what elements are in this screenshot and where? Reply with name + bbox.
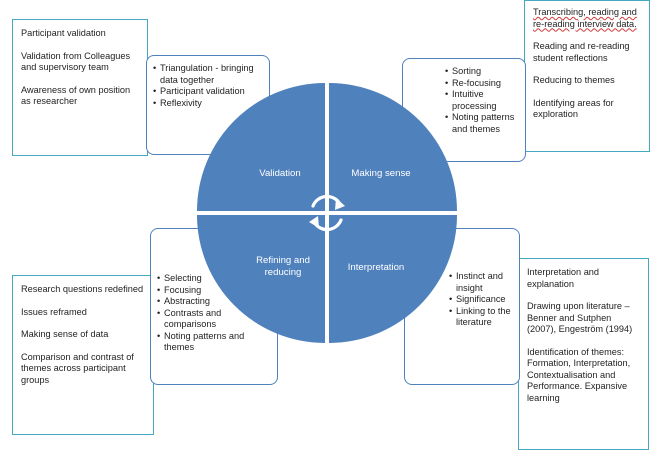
bullet-item: Instinct and insight: [449, 271, 513, 294]
bullet-item: Significance: [449, 294, 513, 306]
outer-box-bottom-right: Interpretation and explanation Drawing u…: [518, 258, 649, 450]
outer-item: Drawing upon literature – Benner and Sut…: [527, 301, 641, 336]
outer-item: Validation from Colleagues and superviso…: [21, 50, 131, 73]
bullet-item: Selecting: [157, 273, 271, 285]
bullet-item: Re-focusing: [445, 78, 519, 90]
outer-item-underlined: Transcribing, reading and re-reading int…: [533, 7, 637, 29]
outer-item: Issues reframed: [21, 306, 87, 317]
label-refining-line2: reducing: [264, 266, 302, 278]
outer-item: Making sense of data: [21, 329, 109, 339]
bullet-item: Reflexivity: [153, 98, 263, 110]
outer-item: Identification of themes: Formation, Int…: [527, 346, 631, 403]
quadrant-validation: [197, 83, 325, 211]
arrow-heads-icon: [309, 198, 345, 228]
outer-box-bottom-left: Research questions redefined Issues refr…: [12, 275, 154, 435]
bullet-item: Noting patterns and themes: [445, 112, 519, 135]
bullet-item: Noting patterns and themes: [157, 331, 271, 354]
label-interpretation: Interpretation: [347, 262, 405, 273]
outer-item: Research questions redefined: [21, 284, 144, 294]
label-refining-line1: Refining and: [256, 255, 310, 266]
outer-item: Participant validation: [21, 28, 106, 38]
bullet-item: Contrasts and comparisons: [157, 308, 271, 331]
quadrant-interpretation: [329, 215, 457, 343]
outer-item: Awareness of own position as researcher: [21, 84, 131, 107]
label-validation: Validation: [259, 168, 301, 179]
outer-box-top-left: Participant validation Validation from C…: [12, 19, 148, 156]
bullet-item: Linking to the literature: [449, 306, 513, 329]
bullet-item: Abstracting: [157, 296, 271, 308]
quadrant-refining: [197, 215, 325, 343]
bullet-item: Focusing: [157, 285, 271, 297]
outer-item: Reading and re-reading student reflectio…: [533, 41, 630, 63]
outer-item: Comparison and contrast of themes across…: [21, 351, 134, 385]
literature-text: Drawing upon literature – Benner and Sut…: [527, 301, 633, 334]
bullet-item: Triangulation - bringing data together: [153, 63, 263, 86]
outer-item: Reducing to themes: [533, 75, 615, 85]
bullet-item: Sorting: [445, 66, 519, 78]
outer-item: Interpretation and explanation: [527, 267, 600, 289]
inner-box-top-right: Sorting Re-focusing Intuitive processing…: [402, 58, 526, 162]
label-refining-and-reducing: Refining and reducing: [238, 255, 328, 278]
outer-item: Identifying areas for exploration: [533, 97, 614, 120]
bullet-item: Participant validation: [153, 86, 263, 98]
quadrant-making-sense: [329, 83, 457, 211]
label-making-sense: Making sense: [351, 168, 411, 179]
bullet-item: Intuitive processing: [445, 89, 519, 112]
